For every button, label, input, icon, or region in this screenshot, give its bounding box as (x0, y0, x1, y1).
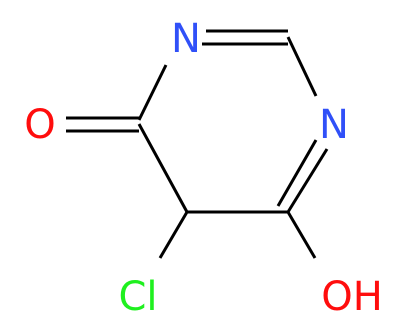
atom-oh: OH (321, 274, 383, 320)
bond-n1-c6-b (276, 139, 318, 207)
bond-c6-oh (286, 211, 317, 259)
bond-c4-n3 (137, 64, 168, 121)
bonds (66, 29, 329, 259)
bond-c2-n1 (286, 36, 318, 97)
bond-n1-c6-a (286, 148, 329, 213)
atom-n-right: N (319, 102, 349, 148)
bond-c5-c4 (137, 123, 189, 213)
atom-labels: N N O Cl OH (24, 16, 383, 320)
bond-c5-cl (158, 211, 189, 259)
atom-o-left: O (24, 102, 55, 148)
atom-n-top: N (171, 16, 201, 62)
atom-cl: Cl (118, 274, 157, 320)
